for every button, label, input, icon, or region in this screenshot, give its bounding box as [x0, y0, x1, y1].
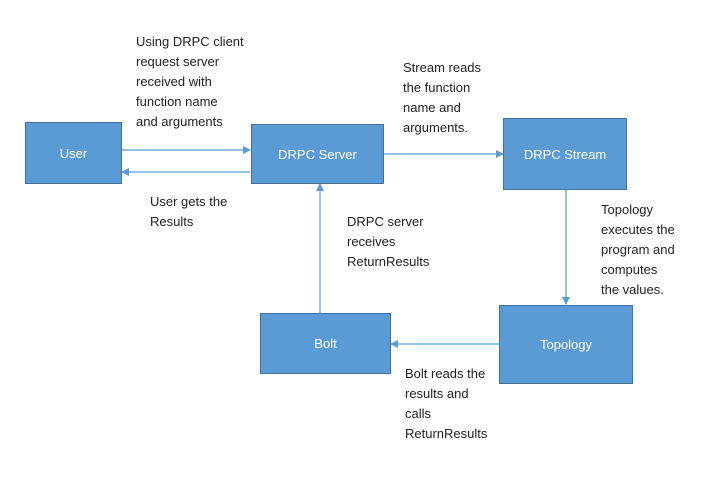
user-node: User	[25, 122, 122, 184]
drpc-stream-node: DRPC Stream	[503, 118, 627, 190]
client-request-label: Using DRPC client request server receive…	[136, 34, 244, 129]
server-receives-label: DRPC server receives ReturnResults	[347, 214, 430, 269]
drpc-server-node: DRPC Server	[251, 124, 384, 184]
topology-executes-label: Topology executes the program and comput…	[601, 202, 675, 297]
bolt-node: Bolt	[260, 313, 391, 374]
stream-reads-label: Stream reads the function name and argum…	[403, 60, 482, 135]
bolt-reads-label: Bolt reads the results and calls ReturnR…	[405, 366, 488, 441]
topology-node: Topology	[499, 305, 633, 384]
user-results-label: User gets the Results	[150, 194, 228, 229]
